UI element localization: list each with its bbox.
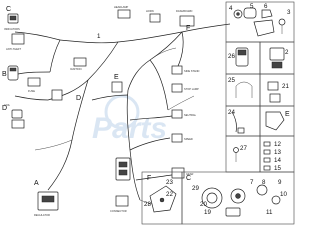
label-8: 8 (262, 179, 266, 186)
svg-text:STOP LAMP: STOP LAMP (184, 87, 199, 91)
label-2: 2 (285, 49, 289, 56)
svg-text:GEAR: GEAR (186, 172, 193, 176)
part-c-assembly (201, 184, 281, 217)
part-a-bottom-left: REGULATOR (34, 191, 59, 217)
svg-text:REGULATOR: REGULATOR (34, 213, 50, 217)
label-11: 11 (266, 209, 273, 216)
label-7: 7 (250, 179, 254, 186)
label-13: 13 (274, 149, 281, 156)
part-4-bolt (233, 9, 243, 19)
label-25: 25 (228, 77, 235, 84)
label-d-mid: D (76, 95, 81, 102)
label-10: 10 (280, 191, 287, 198)
right-panel (141, 1, 295, 225)
label-26: 26 (228, 53, 235, 60)
label-9: 9 (278, 179, 282, 186)
svg-text:IGNITION: IGNITION (70, 67, 82, 71)
part-21-connector (267, 81, 281, 103)
part-26-relay (235, 47, 249, 67)
label-21: 21 (282, 83, 289, 90)
label-a: A (34, 180, 39, 187)
label-b: B (2, 71, 7, 78)
svg-text:SIDE STAND: SIDE STAND (184, 69, 199, 73)
label-d-left: D (2, 105, 7, 112)
part-25-clamp (235, 81, 253, 98)
label-6: 6 (264, 3, 268, 10)
label-15: 15 (274, 165, 281, 172)
part-bottom-connector: GEAR (171, 167, 193, 179)
part-12-15-fasteners (263, 141, 271, 171)
part-5-grommet (243, 7, 257, 19)
label-23: 23 (166, 179, 173, 186)
part-d-connector (51, 89, 63, 101)
svg-text:DASHBOARD: DASHBOARD (176, 9, 193, 13)
part-b-sensor (7, 65, 19, 81)
label-e-mid: E (114, 74, 119, 81)
label-24: 24 (228, 109, 235, 116)
label-19: 19 (204, 209, 211, 216)
label-4: 4 (229, 5, 233, 12)
part-e-connector (111, 81, 123, 93)
svg-text:HEADLAMP: HEADLAMP (114, 5, 129, 9)
svg-text:FUSE: FUSE (28, 89, 35, 93)
svg-text:ANTI-THEFT: ANTI-THEFT (6, 47, 22, 51)
label-e-side: E (285, 111, 290, 118)
label-1: 1 (97, 33, 101, 40)
part-top-right-ecu: DASHBOARD (176, 9, 195, 27)
part-mid-connector: IGNITION (70, 57, 87, 71)
svg-text:Parts: Parts (92, 112, 167, 145)
diagram-svg: Parts INDICATORS ANTI-THEFT (2, 1, 295, 225)
label-28: 28 (144, 201, 151, 208)
svg-text:CONNECTOR: CONNECTOR (110, 209, 127, 213)
part-center-ecu (115, 157, 131, 181)
part-left-coil: COIL (4, 103, 25, 129)
part-e-sensor (265, 111, 285, 131)
part-f-bracket (149, 185, 177, 213)
part-top-relay: HORN (146, 9, 161, 23)
part-24-cable (231, 111, 245, 134)
svg-text:NEUTRAL: NEUTRAL (184, 113, 197, 117)
part-bottom-center: CONNECTOR (110, 195, 129, 213)
label-22: 22 (166, 191, 173, 198)
part-3-screw (278, 18, 286, 34)
label-3: 3 (287, 9, 291, 16)
label-f-bottom: F (147, 175, 151, 182)
label-14: 14 (274, 157, 281, 164)
main-harness (14, 23, 231, 209)
part-left-fuse: FUSE (27, 77, 41, 93)
watermark: Parts (92, 94, 167, 145)
svg-text:INDICATORS: INDICATORS (4, 27, 20, 31)
svg-text:HORN: HORN (146, 9, 154, 13)
svg-text:COIL: COIL (4, 103, 11, 107)
label-5: 5 (250, 3, 254, 10)
part-c-top-left: INDICATORS (4, 13, 20, 31)
part-center-relays: SIDE STAND STOP LAMP NEUTRAL SPEED (171, 65, 199, 143)
label-c-left: C (6, 6, 11, 13)
label-20: 20 (200, 201, 207, 208)
svg-text:SPEED: SPEED (184, 137, 193, 141)
label-29: 29 (192, 185, 199, 192)
label-27: 27 (240, 145, 247, 152)
part-27-screws (233, 147, 239, 162)
part-2-sensor (269, 47, 285, 69)
wiring-diagram: Parts INDICATORS ANTI-THEFT (2, 1, 295, 225)
label-c-bottom: C (186, 175, 191, 182)
part-6-clip (253, 9, 275, 37)
label-f-top: F (186, 25, 190, 32)
label-12: 12 (274, 141, 281, 148)
part-top-connector: HEADLAMP (114, 5, 131, 19)
part-relay-left: ANTI-THEFT (6, 33, 25, 51)
